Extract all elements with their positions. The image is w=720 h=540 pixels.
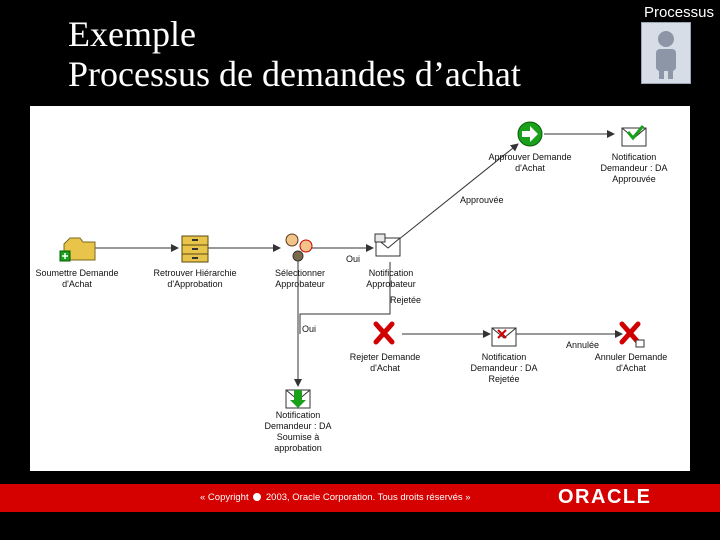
node-reject-line2: d'Achat xyxy=(370,363,400,373)
node-notify-rejected-line2: Demandeur : DA xyxy=(470,363,537,373)
footer-bar: « Copyright 2003, Oracle Corporation. To… xyxy=(0,484,720,512)
edge-label-oui-down: Oui xyxy=(302,324,316,334)
oracle-logo: ORACLE xyxy=(558,486,652,508)
process-label: Processus xyxy=(643,4,714,21)
workflow-diagram: Oui Approuvée Rejetée Oui Annulée Soumet… xyxy=(35,121,668,453)
people-icon xyxy=(285,233,313,262)
copyright-dot-icon xyxy=(253,493,262,502)
envelope-x-icon xyxy=(491,327,517,347)
node-submit[interactable]: Soumettre Demande d'Achat xyxy=(35,237,119,289)
edge-label-approuvee: Approuvée xyxy=(460,195,504,205)
copyright-suffix: 2003, Oracle Corporation. Tous droits ré… xyxy=(265,492,471,503)
process-user-icon[interactable] xyxy=(641,22,691,84)
envelope-icon xyxy=(374,233,401,257)
edge-notify-reject xyxy=(299,262,391,334)
node-approve-line2: d'Achat xyxy=(515,163,545,173)
node-retrieve-line1: Retrouver Hiérarchie xyxy=(153,268,236,278)
node-notify-submitted-line4: approbation xyxy=(274,443,322,453)
node-cancel[interactable]: Annuler Demande d'Achat xyxy=(595,321,668,373)
node-notify-approver[interactable]: Notification Approbateur xyxy=(366,233,416,289)
title-line-2: Processus de demandes d’achat xyxy=(68,54,521,94)
node-approve-line1: Approuver Demande xyxy=(488,152,571,162)
node-notify-submitted-line1: Notification xyxy=(276,410,321,420)
stop-x-icon xyxy=(373,321,395,345)
node-notify-submitted-line2: Demandeur : DA xyxy=(264,421,331,431)
node-notify-rejected-line1: Notification xyxy=(482,352,527,362)
copyright-prefix: « Copyright xyxy=(200,492,249,503)
node-submit-line1: Soumettre Demande xyxy=(35,268,118,278)
page-title: Exemple Processus de demandes d’achat xyxy=(68,14,521,94)
stop-x-icon xyxy=(619,321,645,348)
node-reject[interactable]: Rejeter Demande d'Achat xyxy=(350,321,421,373)
copyright-notice: « Copyright 2003, Oracle Corporation. To… xyxy=(200,492,471,503)
file-cabinet-icon xyxy=(181,235,209,263)
node-notify-submitted-line3: Soumise à xyxy=(277,432,320,442)
node-submit-line2: d'Achat xyxy=(62,279,92,289)
envelope-down-arrow-icon xyxy=(285,389,311,409)
edges xyxy=(86,130,623,387)
envelope-check-icon xyxy=(621,125,647,147)
node-cancel-line2: d'Achat xyxy=(616,363,646,373)
node-retrieve-line2: d'Approbation xyxy=(167,279,222,289)
edge-label-rejetee: Rejetée xyxy=(390,295,421,305)
node-cancel-line1: Annuler Demande xyxy=(595,352,668,362)
node-notify-submitted[interactable]: Notification Demandeur : DA Soumise à ap… xyxy=(264,389,332,453)
node-notify-approved-line2: Demandeur : DA xyxy=(600,163,667,173)
title-line-1: Exemple xyxy=(68,14,196,54)
node-notify-rejected-line3: Rejetée xyxy=(488,374,519,384)
workflow-canvas: Oui Approuvée Rejetée Oui Annulée Soumet… xyxy=(30,106,690,471)
node-select[interactable]: Sélectionner Approbateur xyxy=(275,233,325,289)
edge-label-oui-right: Oui xyxy=(346,254,360,264)
node-notify-approved[interactable]: Notification Demandeur : DA Approuvée xyxy=(600,125,668,184)
node-retrieve[interactable]: Retrouver Hiérarchie d'Approbation xyxy=(153,235,237,289)
node-notify-rejected[interactable]: Notification Demandeur : DA Rejetée xyxy=(470,327,538,384)
node-reject-line1: Rejeter Demande xyxy=(350,352,421,362)
node-notify-approver-line2: Approbateur xyxy=(366,279,416,289)
node-notify-approved-line3: Approuvée xyxy=(612,174,656,184)
node-notify-approver-line1: Notification xyxy=(369,268,414,278)
folder-icon xyxy=(59,237,96,262)
node-select-line1: Sélectionner xyxy=(275,268,325,278)
edge-label-annulee: Annulée xyxy=(566,340,599,350)
node-approve[interactable]: Approuver Demande d'Achat xyxy=(488,121,572,173)
start-arrow-icon xyxy=(517,121,543,147)
node-select-line2: Approbateur xyxy=(275,279,325,289)
edge-notify-approve xyxy=(397,143,519,241)
node-notify-approved-line1: Notification xyxy=(612,152,657,162)
